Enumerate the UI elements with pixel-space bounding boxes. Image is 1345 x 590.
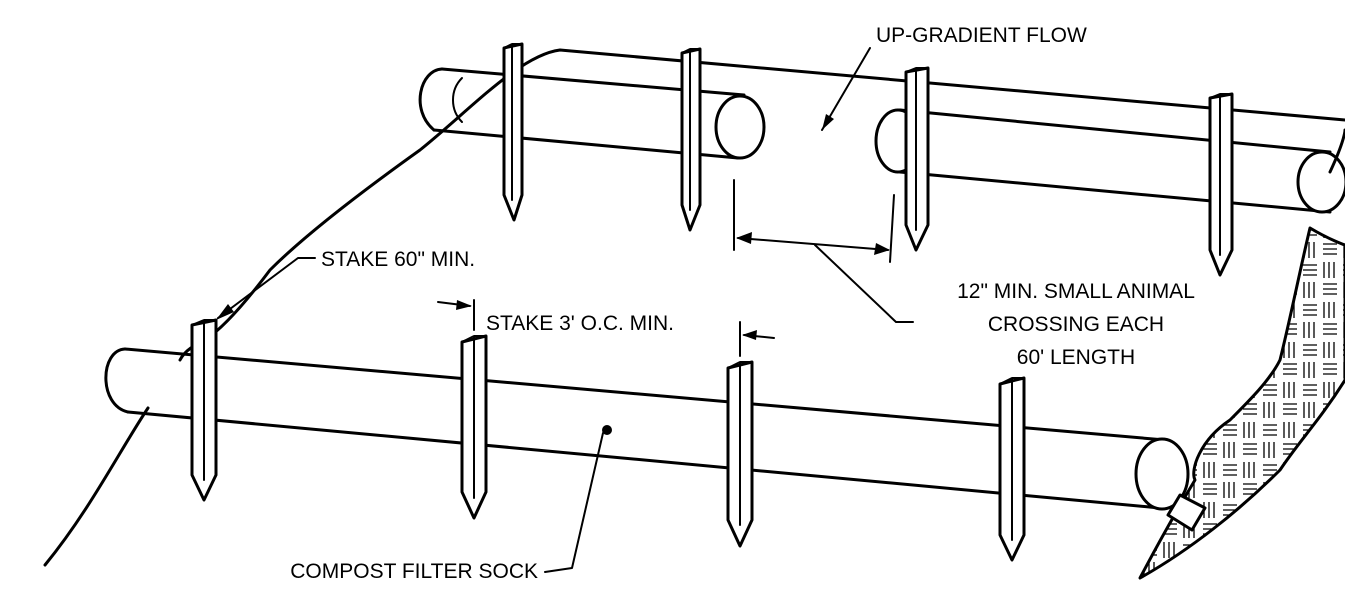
- crossing-label-line1: 12" MIN. SMALL ANIMAL: [957, 280, 1195, 303]
- lower-sock: [104, 347, 1207, 532]
- compost-filter-sock-label: COMPOST FILTER SOCK: [290, 560, 538, 583]
- upper-stakes: [502, 42, 1234, 277]
- stake: [726, 360, 754, 548]
- sock-marker: [602, 425, 612, 435]
- stake: [460, 334, 488, 520]
- annotations: [216, 47, 914, 573]
- stake: [190, 318, 218, 502]
- stake: [998, 376, 1026, 562]
- up-gradient-flow-label: UP-GRADIENT FLOW: [876, 24, 1087, 47]
- lower-stakes: [190, 318, 1026, 562]
- stake: [904, 66, 930, 252]
- stake: [1208, 92, 1234, 277]
- crossing-label-line2: CROSSING EACH: [988, 313, 1164, 336]
- stake: [680, 47, 702, 232]
- stone-hatch-area: [1138, 226, 1345, 580]
- stake-spacing-label: STAKE 3' O.C. MIN.: [486, 312, 674, 335]
- upper-right-sock: [874, 108, 1345, 214]
- stake: [502, 42, 524, 222]
- upper-left-sock: [418, 67, 766, 160]
- stake-length-label: STAKE 60" MIN.: [321, 248, 475, 271]
- crossing-label-line3: 60' LENGTH: [1017, 346, 1135, 369]
